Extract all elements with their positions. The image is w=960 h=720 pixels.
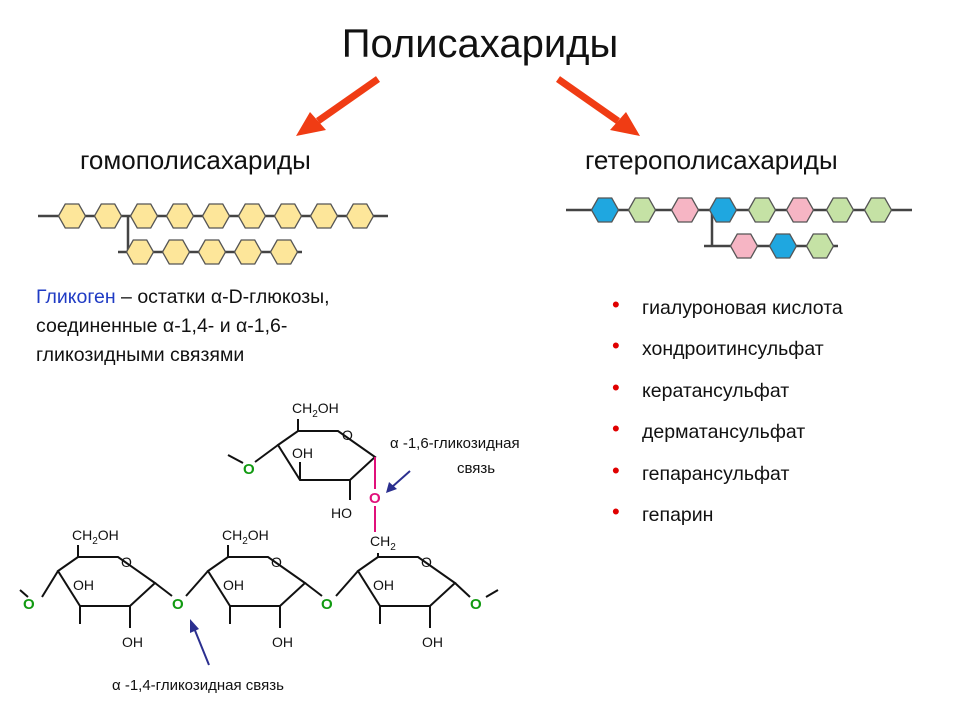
glucose-rings (19, 419, 499, 628)
glycogen-line1: – остатки α-D-глюкозы, (115, 286, 330, 308)
oh-label: OH (223, 577, 244, 593)
ho-label: HO (331, 505, 352, 521)
ring-oxygen-label: O (421, 554, 432, 570)
bond14-pointer-icon (190, 619, 210, 666)
glucose-unit-icon (269, 239, 299, 265)
glucose-unit-icon (57, 203, 87, 229)
ring-oxygen-label: O (342, 427, 353, 443)
glucose-unit-icon (201, 203, 231, 229)
bullet-icon: • (612, 498, 620, 524)
glycogen-line2: соединенные α-1,4- и α-1,6- (36, 315, 288, 337)
ch2oh-label: CH2OH (292, 400, 339, 420)
link-oxygen-label: O (243, 461, 255, 478)
glycogen-term: Гликоген (36, 286, 116, 308)
bullet-icon: • (612, 292, 620, 317)
link-oxygen-label: O (23, 596, 35, 613)
homopolysaccharide-chain-icon (38, 203, 388, 265)
oh-label: OH (272, 634, 293, 650)
arrow-left-icon (296, 76, 381, 136)
monomer-unit-icon (768, 233, 798, 259)
list-item: •гепарин (612, 498, 714, 526)
heteropolysaccharides-heading: гетерополисахариды (585, 145, 838, 175)
ch2oh-label: CH2OH (222, 527, 269, 547)
monomer-unit-icon (729, 233, 759, 259)
glucose-unit-icon (93, 203, 123, 229)
glucose-unit-icon (197, 239, 227, 265)
glycogen-line3: гликозидными связями (36, 344, 245, 366)
monomer-unit-icon (863, 197, 893, 223)
ring-oxygen-label: O (271, 554, 282, 570)
heteropolysaccharide-list: •гиалуроновая кислота •хондроитинсульфат… (612, 292, 843, 542)
monomer-unit-icon (785, 197, 815, 223)
oh-label: OH (292, 445, 313, 461)
oh-label: OH (73, 577, 94, 593)
ring-oxygen-label: O (121, 554, 132, 570)
arrow-right-icon (555, 76, 640, 136)
bond16-pointer-icon (386, 470, 411, 493)
bond14-caption: α -1,4-гликозидная связь (112, 677, 284, 694)
link-oxygen-label: O (321, 596, 333, 613)
glucose-unit-icon (309, 203, 339, 229)
oh-label: OH (422, 634, 443, 650)
list-item: •гиалуроновая кислота (612, 292, 843, 319)
bullet-icon: • (612, 333, 620, 359)
link-oxygen-label: O (470, 596, 482, 613)
glucose-unit-icon (129, 203, 159, 229)
glucose-unit-icon (345, 203, 375, 229)
ch2-label: CH2 (370, 533, 396, 553)
glucose-unit-icon (165, 203, 195, 229)
monomer-unit-icon (590, 197, 620, 223)
list-item: •гепарансульфат (612, 457, 790, 485)
heteropolysaccharide-chain-icon (566, 197, 912, 259)
list-item: •хондроитинсульфат (612, 333, 824, 361)
bond16-caption: α -1,6-гликозидная (390, 435, 520, 452)
alpha-1-6-oxygen-label: O (369, 490, 381, 507)
oh-label: OH (373, 577, 394, 593)
list-item: •кератансульфат (612, 374, 790, 402)
bullet-icon: • (612, 457, 620, 483)
ch2oh-label: CH2OH (72, 527, 119, 547)
bullet-icon: • (612, 374, 620, 400)
monomer-unit-icon (670, 197, 700, 223)
page-title: Полисахариды (341, 22, 619, 66)
monomer-unit-icon (627, 197, 657, 223)
oh-label: OH (122, 634, 143, 650)
list-item: •дерматансульфат (612, 416, 806, 444)
glucose-unit-icon (237, 203, 267, 229)
bond16-caption-line2: связь (457, 460, 495, 477)
glycogen-description: Гликоген – остатки α-D-глюкозы, соединен… (36, 283, 330, 370)
monomer-unit-icon (825, 197, 855, 223)
monomer-unit-icon (747, 197, 777, 223)
glucose-unit-icon (273, 203, 303, 229)
bullet-icon: • (612, 416, 620, 442)
structure-labels: CH2OH O OH OH CH2OH O OH OH CH2 O OH OH … (23, 400, 520, 694)
monomer-unit-icon (805, 233, 835, 259)
homopolysaccharides-heading: гомополисахариды (80, 145, 311, 175)
link-oxygen-label: O (172, 596, 184, 613)
glucose-unit-icon (233, 239, 263, 265)
glucose-unit-icon (161, 239, 191, 265)
monomer-unit-icon (708, 197, 738, 223)
glucose-unit-icon (125, 239, 155, 265)
